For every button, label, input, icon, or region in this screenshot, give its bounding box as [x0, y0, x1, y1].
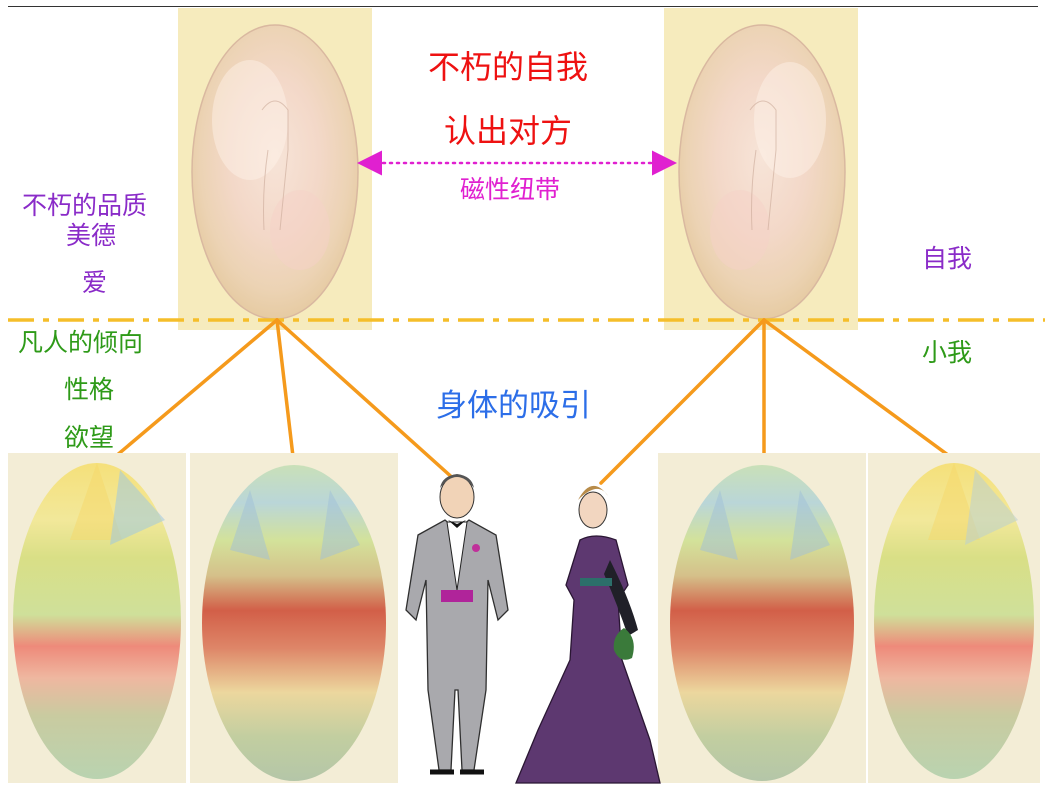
right-higher-self-egg [678, 24, 846, 320]
connector-lines [101, 318, 965, 485]
character-label: 性格 [64, 375, 115, 404]
woman-figure [515, 485, 661, 784]
virtue-label: 美德 [66, 221, 117, 250]
small-self-label: 小我 [922, 338, 973, 367]
magnetic-bond-label: 磁性纽带 [460, 175, 561, 204]
desire-label: 欲望 [64, 423, 115, 452]
left-aura-egg-1 [8, 453, 186, 783]
love-label: 爱 [82, 268, 108, 297]
mortal-tendencies-label: 凡人的倾向 [18, 328, 144, 357]
left-higher-self-egg [191, 24, 359, 320]
self-label: 自我 [922, 244, 973, 273]
physical-attraction-label: 身体的吸引 [436, 388, 591, 424]
right-aura-egg-1 [658, 453, 866, 783]
man-figure [405, 474, 509, 775]
recognize-each-other-label: 认出对方 [444, 112, 573, 150]
immortal-qualities-label: 不朽的品质 [22, 191, 148, 220]
right-aura-egg-2 [868, 453, 1040, 783]
top-rule [8, 6, 1038, 7]
left-aura-egg-2 [190, 453, 398, 783]
immortal-self-title: 不朽的自我 [428, 48, 589, 86]
